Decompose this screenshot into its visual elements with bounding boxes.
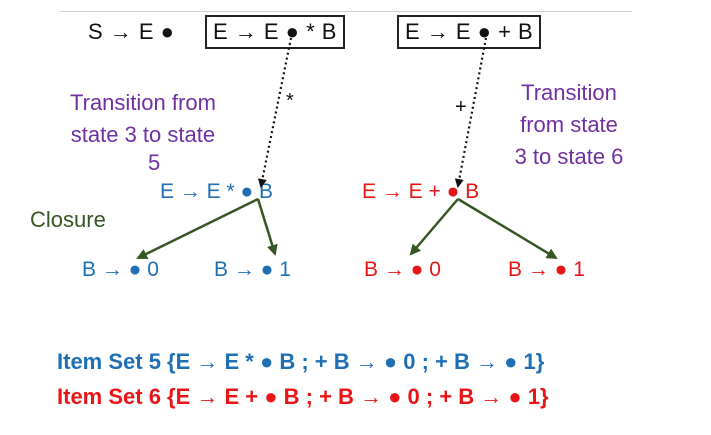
left-child-1: B → ● 1	[214, 258, 291, 281]
right-transition-line-3: 3 to state 6	[514, 144, 624, 169]
s-production: S → E ●	[88, 19, 175, 44]
left-closure-arrow-0	[136, 197, 259, 260]
left-transition-line-3: 5	[148, 150, 161, 175]
star-transition-arrow	[257, 37, 293, 188]
left-child-0: B → ● 0	[82, 258, 159, 281]
right-transition-label: Transition from state 3 to state 6	[505, 77, 633, 173]
right-closure-arrow-1	[457, 197, 558, 260]
plus-transition-arrow	[454, 37, 488, 188]
right-transition-line-1: Transition	[521, 80, 617, 105]
right-transition-line-2: from state	[520, 112, 618, 137]
left-transition-label: Transition from state 3 to state 5	[70, 87, 216, 175]
closure-label: Closure	[30, 207, 106, 232]
left-kernel-item: E → E * ● B	[160, 180, 274, 203]
right-closure-arrow-0	[409, 198, 459, 256]
left-closure-arrow-1	[256, 198, 278, 256]
left-transition-line-2: state 3 to state	[70, 122, 216, 147]
right-child-0: B → ● 0	[364, 258, 441, 281]
right-kernel-item: E → E + ● B	[362, 180, 480, 203]
plus-transition-symbol: +	[455, 96, 467, 118]
star-transition-symbol: *	[286, 90, 294, 112]
left-transition-line-1: Transition from	[70, 90, 216, 115]
item-set-6: Item Set 6 {E → E + ● B ; + B → ● 0 ; + …	[57, 384, 549, 409]
top-rule	[60, 11, 632, 12]
right-child-1: B → ● 1	[508, 258, 585, 281]
box-right-production: E → E ● + B	[397, 15, 542, 49]
box-left-production: E → E ● * B	[205, 15, 345, 49]
item-set-5: Item Set 5 {E → E * ● B ; + B → ● 0 ; + …	[57, 349, 545, 374]
